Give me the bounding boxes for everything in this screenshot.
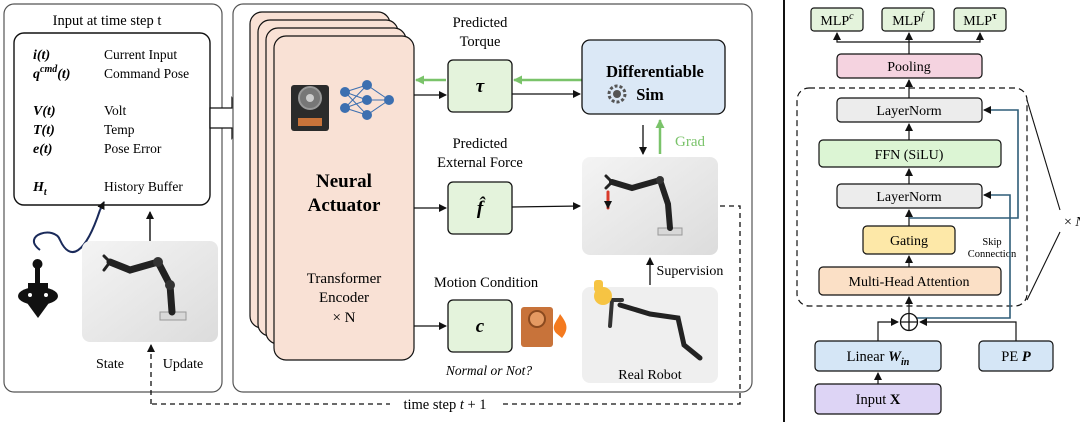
sim-robot-arm-icon [604,174,683,236]
supervision-label: Supervision [657,264,724,279]
state-label: State [96,357,124,372]
linear-box [814,340,942,372]
force-symbol: f̂ [477,197,486,219]
svg-text:MLPτ: MLPτ [963,11,997,29]
normal-or-not-label: Normal or Not? [445,363,533,378]
motion-condition-label: Motion Condition [434,275,539,291]
mlp-c-box [810,7,864,32]
pe-to-add-arrow [919,318,1017,341]
layernorm-top-box [836,97,983,123]
label-volt: Volt [104,103,127,118]
sim-robot-image [582,157,718,255]
input-symbols: i(t) qcmd(t) V(t) T(t) e(t) Ht [32,48,70,198]
hot-servo-icon [521,307,567,347]
linear-to-add-arrow [877,318,899,341]
joystick-icon [18,201,105,318]
input-x-box [814,383,942,415]
symbol-current: i(t) [33,48,50,63]
pooling-label: Pooling [887,60,931,75]
neural-actuator-title-2: Actuator [308,195,381,216]
force-box [447,181,513,235]
torque-box [447,59,513,113]
predicted-torque-label-2: Torque [460,34,501,50]
diff-sim-label-1: Differentiable [606,62,704,81]
transformer-block-frame [796,87,1028,307]
mha-box [818,266,1002,296]
layernorm-mid-label: LayerNorm [876,190,941,205]
condition-box [447,299,513,353]
robot-arm-icon [102,254,187,321]
mlp-f-box [881,7,935,32]
times-n-bracket-top [1026,99,1061,211]
pool-to-mlp-c [833,32,910,54]
neural-actuator-title-1: Neural [316,171,372,192]
mha-label: Multi-Head Attention [849,275,970,290]
linear-label: Linear Win [847,349,910,368]
pooling-box [836,53,983,79]
symbol-error: e(t) [33,142,52,157]
skip-label-1: Skip [982,237,1001,248]
input-labels: Current Input Command Pose Volt Temp Pos… [104,47,189,194]
pool-to-mlp-tau [909,32,984,43]
ffn-label: FFN (SiLU) [875,148,944,163]
label-temp: Temp [104,122,135,137]
time-step-label-bg [390,396,500,412]
ffn-box [818,139,1002,168]
skip-connection-1 [909,191,1011,319]
svg-text:MLPc: MLPc [820,11,854,29]
symbol-volt: V(t) [33,104,56,119]
force-to-sim-robot-arrow [511,202,581,211]
predicted-force-label-1: Predicted [453,136,509,152]
encoder-label-2: Encoder [319,290,369,306]
skip-connection-2 [909,106,1019,219]
state-robot-image [82,241,218,342]
pe-label: PE P [1001,349,1031,365]
label-pose-error: Pose Error [104,141,162,156]
predicted-force-label-2: External Force [437,155,523,171]
mlp-tau-box [953,7,1007,32]
time-step-label: time step t + 1 [403,397,486,413]
feedback-loop-dashed [151,205,741,405]
real-robot-arm-icon [608,298,703,361]
label-current-input: Current Input [104,47,177,62]
svg-text:MLPf: MLPf [892,11,925,29]
label-history-buffer: History Buffer [104,179,183,194]
grad-label: Grad [675,134,705,150]
encoder-label-3: × N [332,310,355,326]
times-n-label: × N [1064,215,1080,230]
layernorm-mid-box [836,183,983,209]
torque-symbol: τ [476,76,485,97]
diff-sim-label-2: Sim [636,85,664,104]
layernorm-top-label: LayerNorm [876,104,941,119]
add-node-icon [899,312,919,332]
gear-icon [607,84,627,104]
symbol-temp: T(t) [33,123,55,138]
gating-box [862,225,956,255]
input-x-label: Input X [856,392,901,408]
label-command-pose: Command Pose [104,66,189,81]
times-n-bracket-bottom [1026,231,1061,301]
encoder-label-1: Transformer [307,271,381,287]
gating-label: Gating [890,234,928,249]
input-box-title: Input at time step t [53,13,162,29]
real-robot-label: Real Robot [618,368,681,383]
real-robot-image [582,287,718,383]
neural-network-icon [340,80,394,120]
mlp-heads: MLPc MLPf MLPτ [810,7,1007,32]
skip-label-2: Connection [968,249,1017,260]
update-label: Update [163,357,203,372]
pointing-hand-icon [594,280,612,305]
servo-motor-icon [291,85,329,131]
predicted-torque-label-1: Predicted [453,15,509,31]
pe-box [978,340,1054,372]
condition-symbol: c [476,316,485,337]
